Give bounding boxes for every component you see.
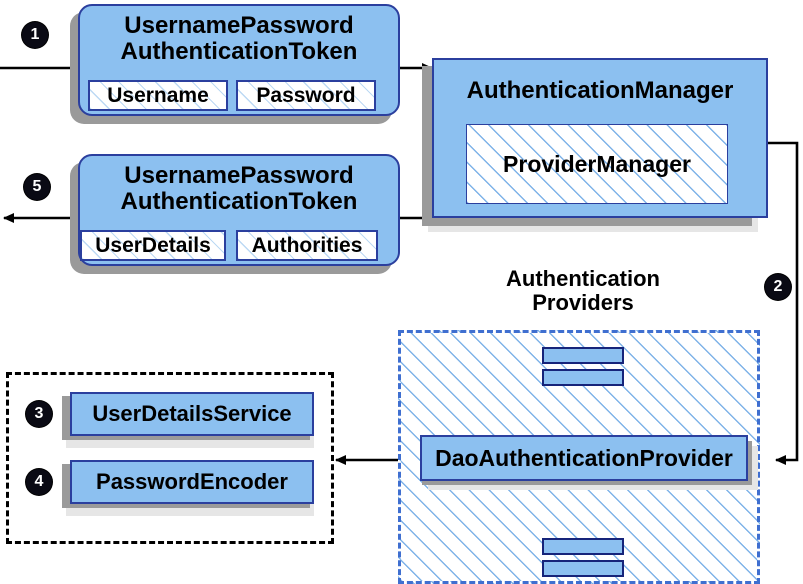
field-authorities: Authorities [236,230,378,261]
auth-manager-title: AuthenticationManager [466,77,734,105]
dao-authentication-provider-label: DaoAuthenticationProvider [435,444,733,471]
provider-bar-bottom-2[interactable] [542,560,624,577]
passwordencoder-label: PasswordEncoder [96,469,288,495]
step-badge-1: 1 [22,22,48,48]
step-badge-5: 5 [24,174,50,200]
field-userdetails: UserDetails [80,230,226,261]
provider-bar-bottom-1[interactable] [542,538,624,555]
userdetailsservice-box[interactable] [70,392,314,436]
dao-authentication-provider-box[interactable] [420,435,748,481]
field-username: Username [88,80,228,111]
field-password: Password [236,80,376,111]
provider-bar-top-1[interactable] [542,347,624,364]
dependencies-region[interactable] [6,372,334,544]
provider-manager-box[interactable] [466,124,728,204]
step-badge-2: 2 [765,274,791,300]
result-token-title: UsernamePassword AuthenticationToken [78,158,400,220]
step-badge-3: 3 [26,401,52,427]
request-token-title-line1: UsernamePassword [124,12,354,40]
userdetailsservice-label: UserDetailsService [92,401,292,427]
step-badge-4: 4 [26,469,52,495]
result-token-title-line2: AuthenticationToken [120,188,358,215]
request-token-title-line2: AuthenticationToken [120,38,358,65]
providers-caption-line2: Providers [532,290,634,315]
provider-manager-label: ProviderManager [503,150,691,177]
passwordencoder-box[interactable] [70,460,314,504]
request-token-title: UsernamePassword AuthenticationToken [78,8,400,70]
providers-caption-line1: Authentication [506,266,660,292]
provider-bar-top-2[interactable] [542,369,624,386]
providers-caption: Authentication Providers [460,262,706,320]
result-token-title-line1: UsernamePassword [124,162,354,190]
